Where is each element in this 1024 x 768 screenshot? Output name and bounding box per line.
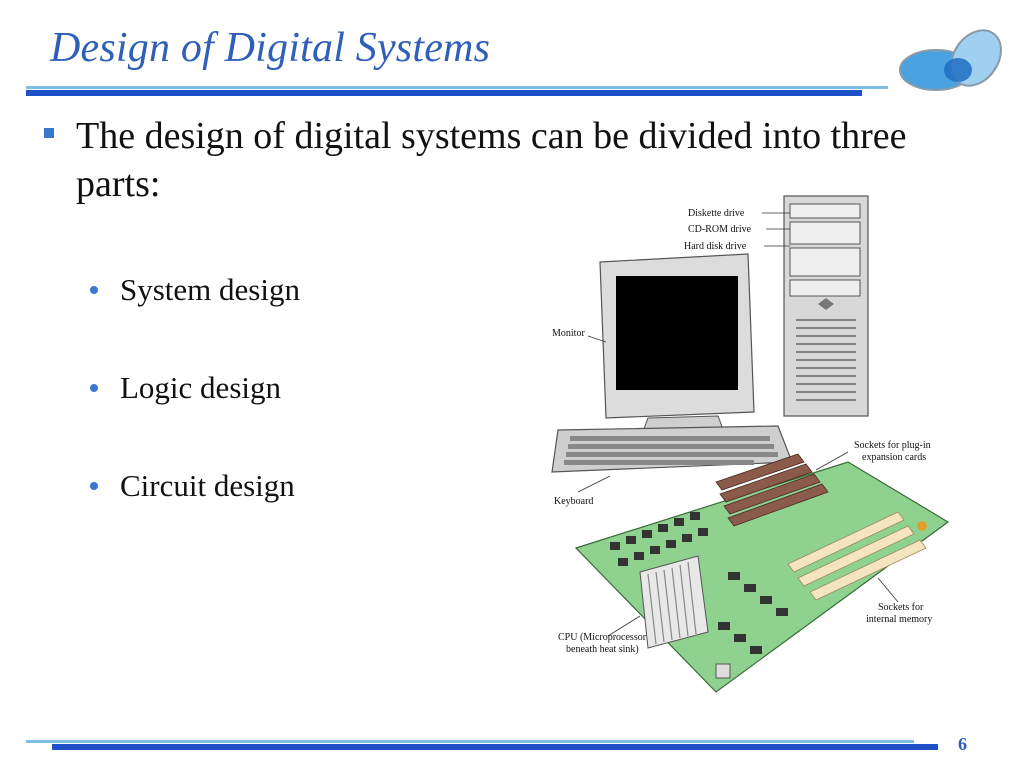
label-sockets-plugin-2: expansion cards xyxy=(862,452,926,463)
title-divider-dark xyxy=(26,90,862,96)
tower-case xyxy=(783,195,869,417)
keyboard xyxy=(551,425,793,473)
footer-divider-dark xyxy=(52,744,938,750)
label-hard-disk-drive: Hard disk drive xyxy=(684,241,747,252)
motherboard xyxy=(574,453,950,693)
sub-bullet-system: System design xyxy=(88,272,300,308)
cpu-heat-sink xyxy=(639,555,709,649)
sub-bullet-text: Circuit design xyxy=(120,468,295,503)
dot-bullet-icon xyxy=(90,482,98,490)
label-cdrom-drive: CD-ROM drive xyxy=(688,224,752,235)
page-number: 6 xyxy=(958,734,967,754)
footer-divider-light xyxy=(26,740,914,743)
computer-illustration: Diskette drive CD-ROM drive Hard disk dr… xyxy=(551,195,950,693)
dot-bullet-icon xyxy=(90,286,98,294)
sub-bullet-logic: Logic design xyxy=(88,370,281,406)
main-bullet: The design of digital systems can be div… xyxy=(40,112,940,208)
sub-bullet-text: Logic design xyxy=(120,370,281,405)
label-keyboard: Keyboard xyxy=(554,496,593,507)
label-diskette-drive: Diskette drive xyxy=(688,208,745,219)
square-bullet-icon xyxy=(44,128,54,138)
monitor xyxy=(599,253,755,435)
label-monitor: Monitor xyxy=(552,328,585,339)
slide-title: Design of Digital Systems xyxy=(50,25,491,71)
dot-bullet-icon xyxy=(90,384,98,392)
title-divider-light xyxy=(26,86,888,89)
label-cpu-1: CPU (Microprocessor xyxy=(558,632,647,643)
label-cpu-2: beneath heat sink) xyxy=(566,644,639,655)
sub-bullet-text: System design xyxy=(120,272,300,307)
label-sockets-memory-1: Sockets for xyxy=(878,602,924,613)
logo-icon xyxy=(899,29,1002,91)
label-sockets-plugin-1: Sockets for plug-in xyxy=(854,440,931,451)
sub-bullet-circuit: Circuit design xyxy=(88,468,295,504)
label-sockets-memory-2: internal memory xyxy=(866,614,932,625)
main-bullet-text: The design of digital systems can be div… xyxy=(76,115,907,205)
